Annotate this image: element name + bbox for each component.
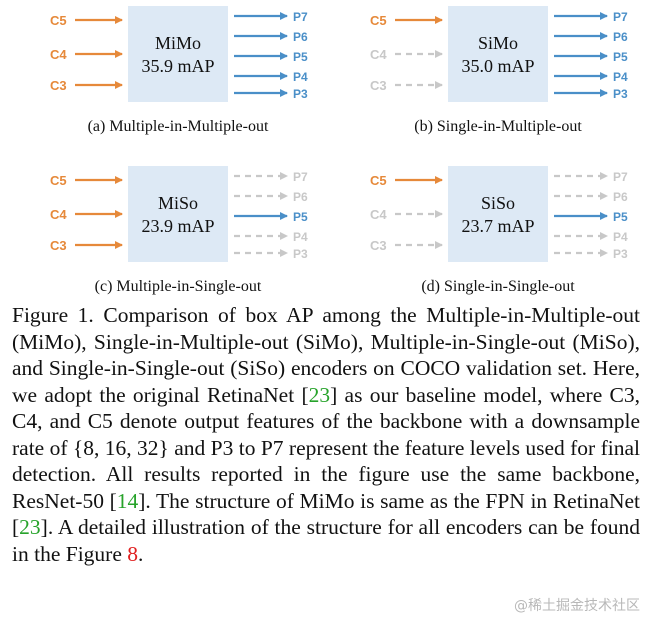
encoder-box xyxy=(128,6,228,102)
output-level-label: P3 xyxy=(613,247,628,261)
encoder-name: SiMo xyxy=(478,33,518,53)
input-feature-label: C3 xyxy=(50,238,67,253)
output-level-label: P4 xyxy=(293,70,308,84)
encoder-name: MiSo xyxy=(158,193,198,213)
encoder-box xyxy=(128,166,228,262)
output-level-label: P5 xyxy=(293,210,308,224)
output-level-label: P5 xyxy=(613,210,628,224)
encoder-box xyxy=(448,166,548,262)
input-feature-label: C4 xyxy=(370,207,387,222)
output-level-label: P5 xyxy=(613,50,628,64)
watermark: @稀土掘金技术社区 xyxy=(514,598,640,614)
caption-text-3: ]. The structure of MiMo is same as the … xyxy=(12,488,640,540)
input-feature-label: C3 xyxy=(370,78,387,93)
output-level-label: P7 xyxy=(613,170,628,184)
encoder-name: MiMo xyxy=(155,33,201,53)
output-level-label: P3 xyxy=(293,87,308,101)
output-level-label: P4 xyxy=(293,230,308,244)
encoder-map-score: 23.7 mAP xyxy=(461,216,534,236)
output-level-label: P4 xyxy=(613,230,628,244)
output-level-label: P6 xyxy=(613,190,628,204)
citation-link[interactable]: 14 xyxy=(116,488,139,513)
input-feature-label: C3 xyxy=(370,238,387,253)
output-level-label: P6 xyxy=(613,30,628,44)
figure-reference-link[interactable]: 8 xyxy=(127,541,138,566)
output-level-label: P7 xyxy=(293,10,308,24)
input-feature-label: C3 xyxy=(50,78,67,93)
output-level-label: P6 xyxy=(293,190,308,204)
input-feature-label: C5 xyxy=(50,13,67,28)
output-level-label: P6 xyxy=(293,30,308,44)
input-feature-label: C4 xyxy=(50,47,67,62)
figure-caption: Figure 1. Comparison of box AP among the… xyxy=(12,302,640,567)
caption-text-5: . xyxy=(138,541,144,566)
panel-caption: (c) Multiple-in-Single-out xyxy=(95,278,262,295)
citation-link[interactable]: 23 xyxy=(19,515,41,539)
panel-caption: (d) Single-in-Single-out xyxy=(421,278,575,295)
panel-caption: (a) Multiple-in-Multiple-out xyxy=(88,118,269,135)
panel-caption: (b) Single-in-Multiple-out xyxy=(414,118,582,135)
input-feature-label: C4 xyxy=(370,47,387,62)
encoder-map-score: 35.0 mAP xyxy=(461,56,534,76)
encoder-box xyxy=(448,6,548,102)
output-level-label: P3 xyxy=(613,87,628,101)
input-feature-label: C5 xyxy=(370,13,387,28)
encoder-map-score: 23.9 mAP xyxy=(141,216,214,236)
output-level-label: P4 xyxy=(613,70,628,84)
encoder-name: SiSo xyxy=(481,193,515,213)
input-feature-label: C5 xyxy=(370,173,387,188)
output-level-label: P7 xyxy=(613,10,628,24)
output-level-label: P3 xyxy=(293,247,308,261)
caption-text-2: ] as our baseline model, where C3, C4, a… xyxy=(12,382,640,513)
input-feature-label: C4 xyxy=(50,207,67,222)
citation-link[interactable]: 23 xyxy=(308,382,331,407)
caption-text-1: Figure 1. Comparison of box AP among the… xyxy=(12,303,640,407)
input-feature-label: C5 xyxy=(50,173,67,188)
encoder-map-score: 35.9 mAP xyxy=(141,56,214,76)
output-level-label: P5 xyxy=(293,50,308,64)
caption-text-4: ]. A detailed illustration of the struct… xyxy=(12,515,640,566)
output-level-label: P7 xyxy=(293,170,308,184)
